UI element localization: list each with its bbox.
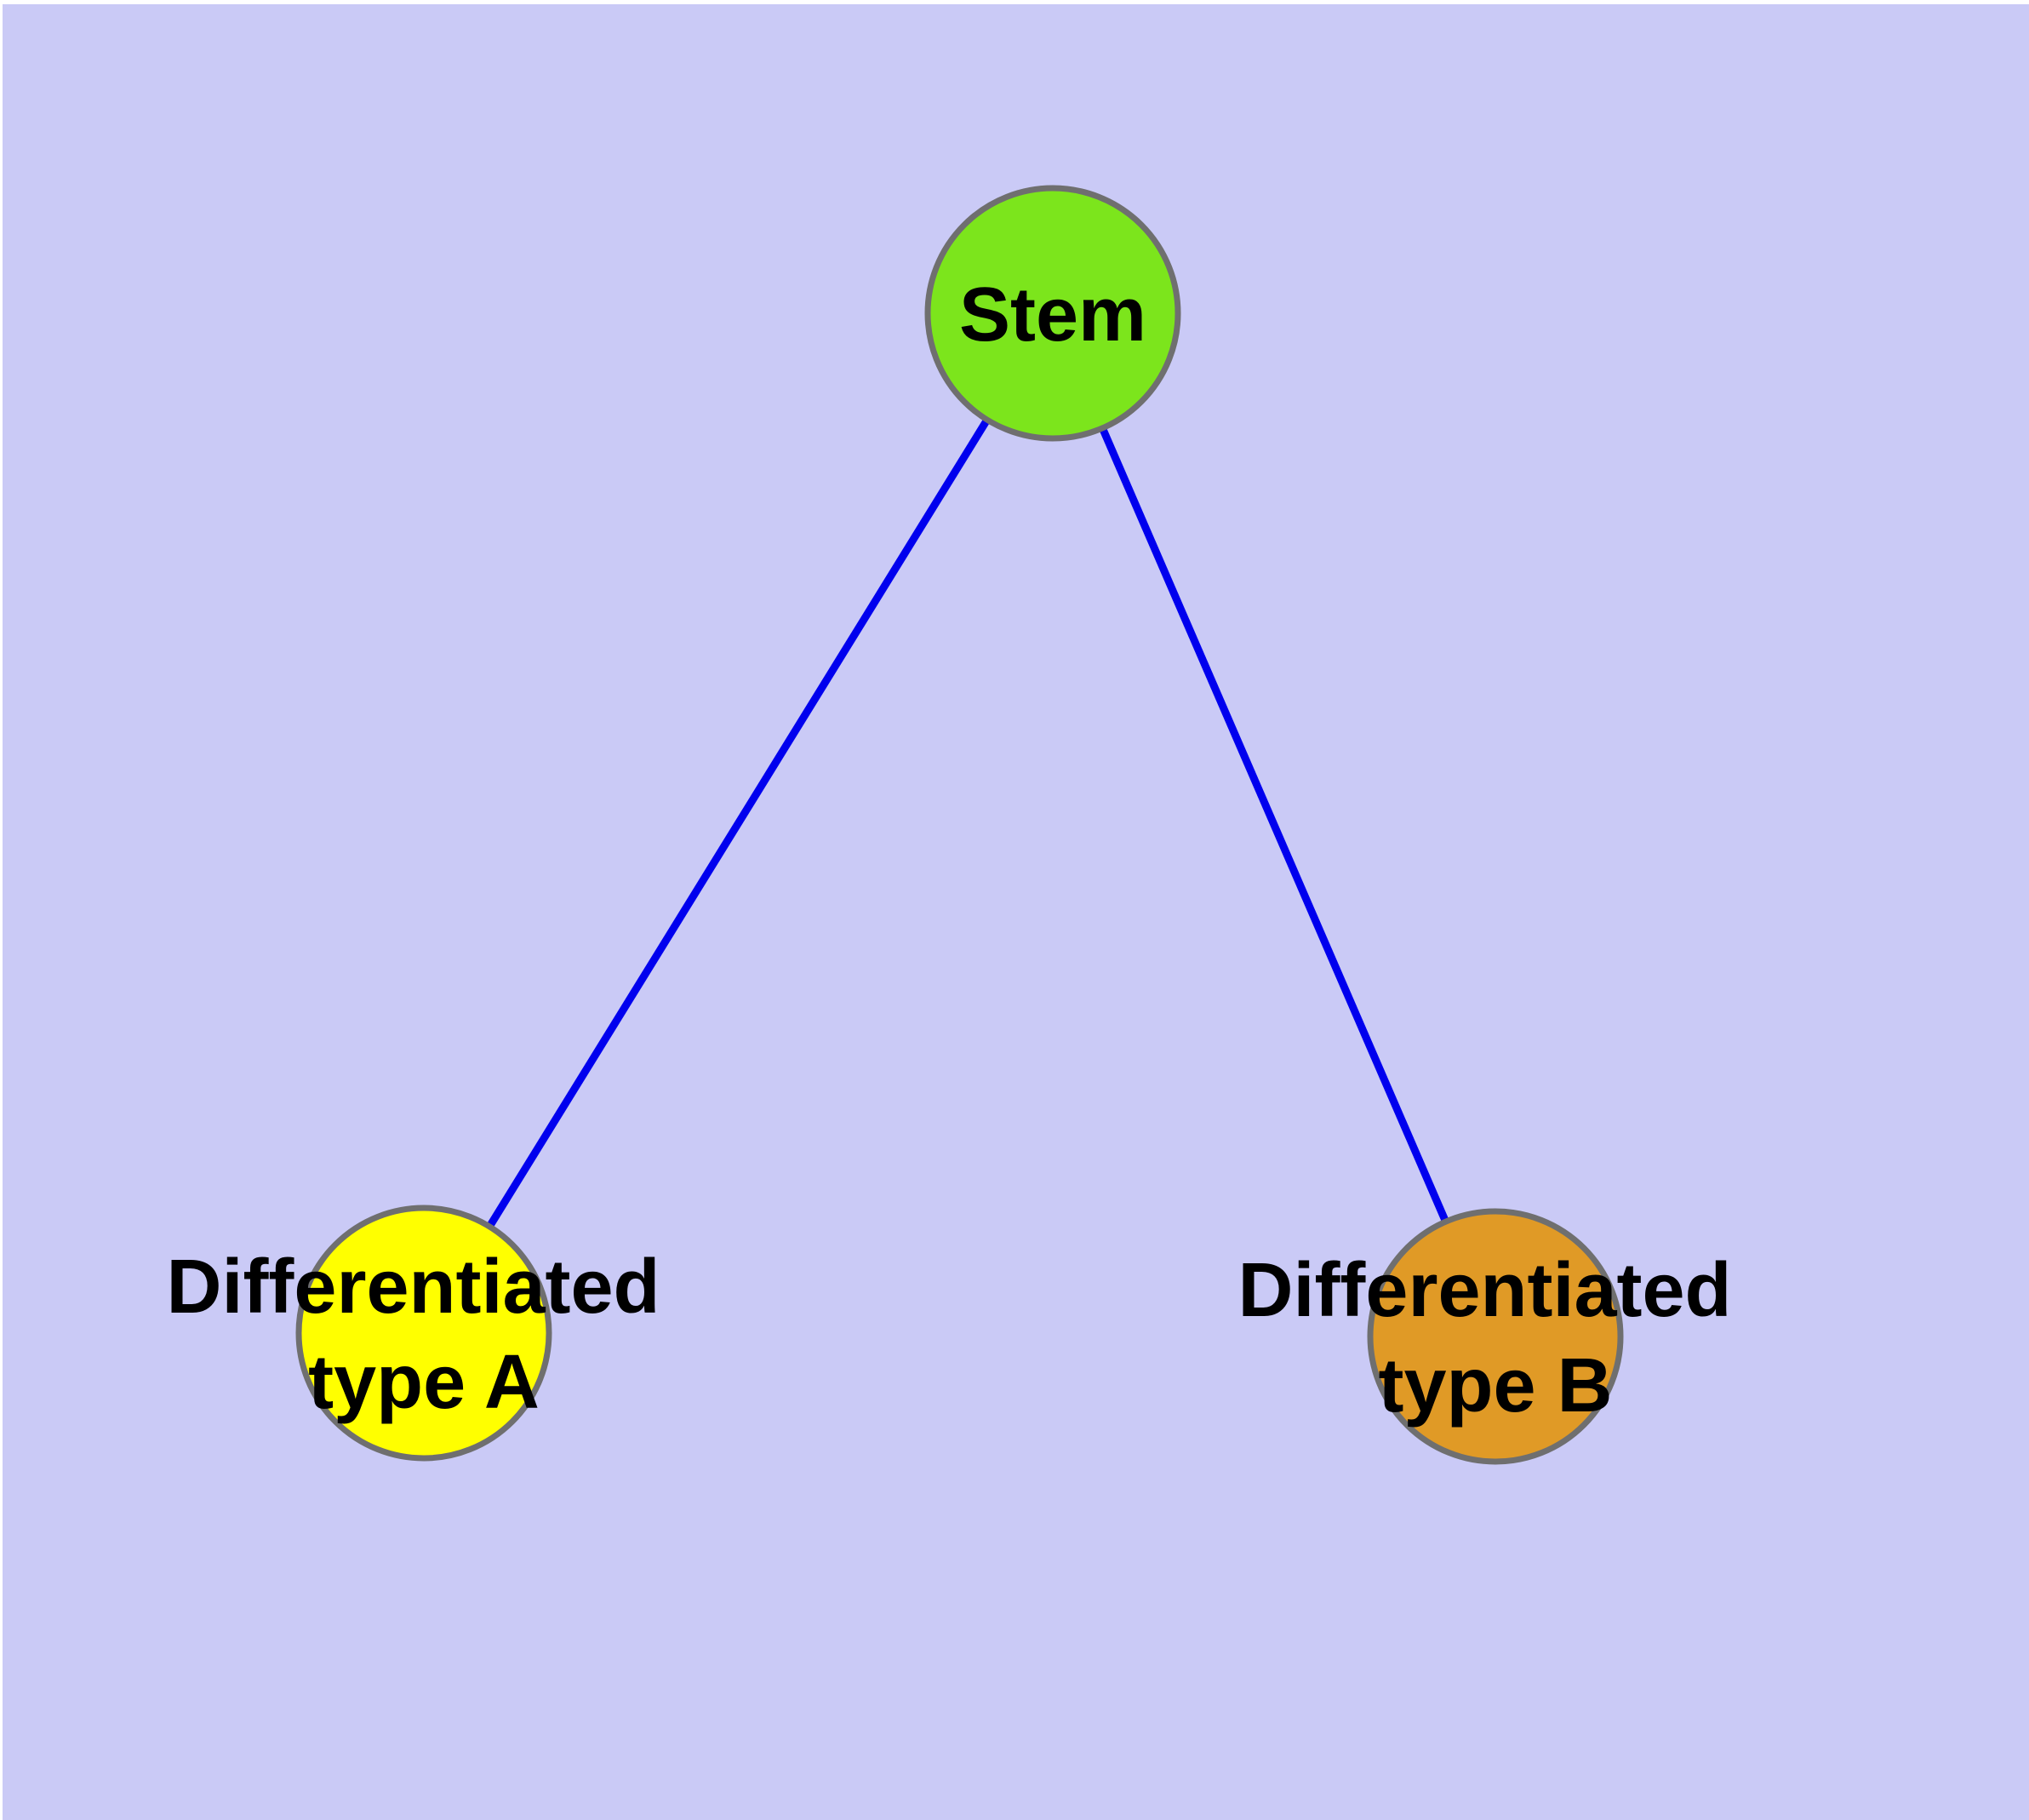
node-typeB-label-line-2: type B bbox=[1378, 1343, 1612, 1428]
node-typeA-label-line-2: type A bbox=[308, 1340, 540, 1425]
node-typeB-label: Differentiated type B bbox=[1237, 1248, 1752, 1428]
edge-stem-to-typeB bbox=[1049, 312, 1500, 1338]
plot-area: Stem Differentiated type A Differentiate… bbox=[3, 4, 2029, 1820]
node-typeB bbox=[1367, 1208, 1624, 1465]
node-stem bbox=[924, 185, 1181, 442]
graph-canvas: Stem Differentiated type A Differentiate… bbox=[3, 4, 2029, 1820]
node-typeA-label: Differentiated type A bbox=[166, 1245, 681, 1425]
edge-stem-to-typeA bbox=[420, 311, 1056, 1336]
node-typeA-label-line-1: Differentiated bbox=[166, 1245, 660, 1330]
node-stem-label: Stem bbox=[959, 272, 1146, 358]
node-typeB-label-line-1: Differentiated bbox=[1237, 1248, 1731, 1333]
node-typeA bbox=[295, 1205, 552, 1462]
